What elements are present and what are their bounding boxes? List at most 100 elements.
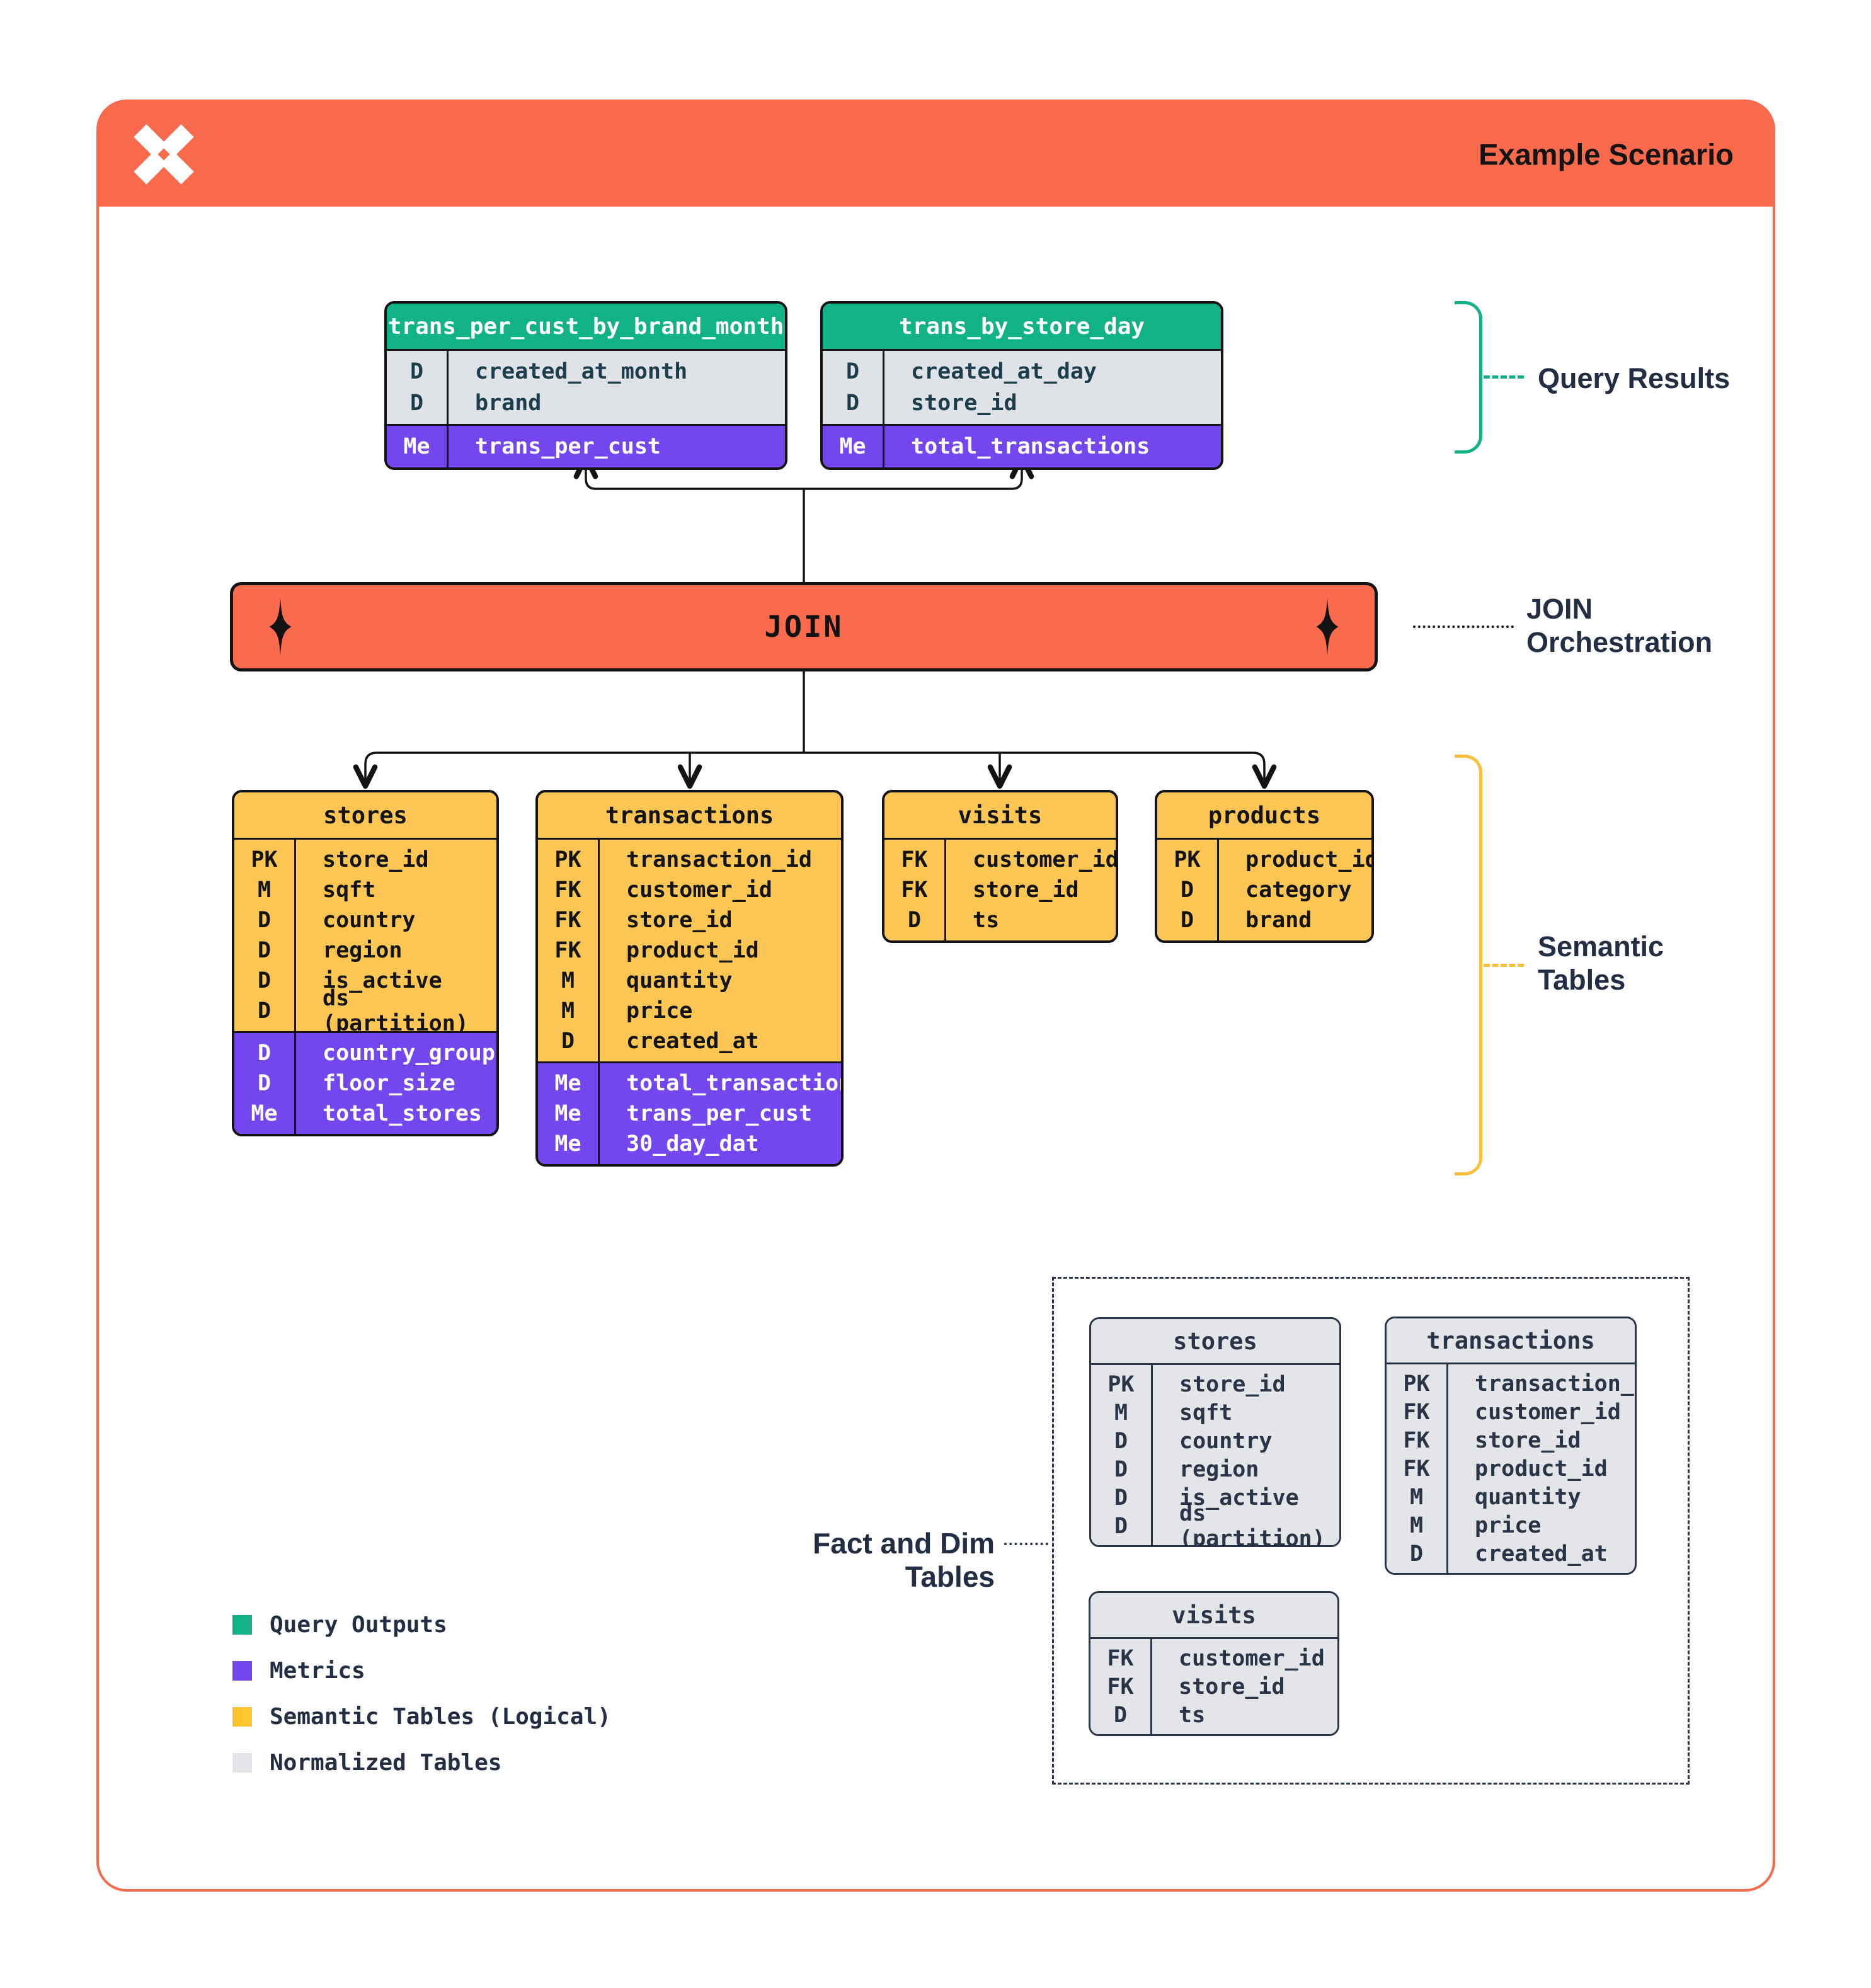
column-key: PK	[251, 847, 278, 872]
column-key: PK	[1174, 847, 1201, 872]
column-key: D	[1180, 877, 1194, 903]
logo-x-icon	[134, 124, 194, 185]
column-name: store_id	[1179, 1674, 1285, 1700]
column-name: trans_per_cust	[475, 434, 661, 459]
column-name: created_at_day	[911, 359, 1097, 384]
column-key: FK	[554, 877, 581, 903]
column-name: trans_per_cust	[626, 1101, 813, 1126]
column-key: D	[257, 908, 272, 933]
legend-swatch-icon	[232, 1661, 252, 1681]
legend-label: Normalized Tables	[270, 1750, 502, 1776]
column-key: M	[1114, 1400, 1128, 1425]
semantic-tables-label: Semantic Tables	[1538, 930, 1664, 997]
join-bar: JOIN	[230, 582, 1378, 671]
column-name: ds (partition)	[323, 986, 469, 1036]
column-name: price	[1475, 1512, 1542, 1538]
sparkle-icon	[1316, 598, 1339, 656]
semantic-tables-bracket	[1455, 755, 1482, 1175]
column-name: store_id	[1179, 1371, 1286, 1397]
column-key: PK	[554, 847, 581, 872]
column-name: product_id	[1245, 847, 1374, 872]
column-name: total_transactions	[626, 1071, 844, 1096]
column-key: D	[561, 1029, 575, 1054]
column-name: customer_id	[973, 847, 1118, 872]
column-key: D	[257, 1041, 272, 1066]
column-key: D	[409, 391, 424, 416]
column-key: Me	[554, 1131, 581, 1157]
join-orchestration-line2: Orchestration	[1526, 626, 1713, 658]
column-name: brand	[1245, 908, 1312, 933]
column-key: D	[845, 359, 860, 384]
table-title: transactions	[538, 792, 841, 838]
column-name: quantity	[1475, 1484, 1581, 1510]
column-name: ts	[1179, 1702, 1206, 1728]
column-key: D	[1113, 1702, 1128, 1728]
column-key: FK	[1107, 1645, 1134, 1671]
column-key: PK	[1403, 1371, 1430, 1397]
column-name: category	[1245, 877, 1352, 903]
column-key: D	[409, 359, 424, 384]
table-title: visits	[1090, 1593, 1337, 1637]
column-key: Me	[251, 1101, 278, 1126]
column-name: customer_id	[1179, 1645, 1325, 1671]
join-orchestration-connector	[1413, 626, 1514, 628]
join-label: JOIN	[764, 609, 844, 644]
page-title: Example Scenario	[1479, 137, 1734, 171]
table-title: transactions	[1387, 1318, 1635, 1362]
column-key: Me	[554, 1071, 581, 1096]
column-name: country_group	[323, 1041, 495, 1066]
fact-dim-label: Fact and Dim Tables	[813, 1527, 995, 1593]
join-orchestration-label: JOIN Orchestration	[1526, 592, 1712, 659]
semantic-tables-connector	[1484, 964, 1524, 967]
semantic-tables-line1: Semantic	[1538, 930, 1664, 963]
join-orchestration-line1: JOIN	[1526, 593, 1593, 625]
column-name: created_at_month	[475, 359, 688, 384]
column-name: country	[1179, 1428, 1273, 1454]
column-key: Me	[554, 1101, 581, 1126]
legend-swatch-icon	[232, 1707, 252, 1727]
column-name: brand	[475, 391, 542, 416]
header-bar: Example Scenario	[99, 102, 1773, 207]
table-title: stores	[234, 792, 496, 838]
legend-item: Semantic Tables (Logical)	[232, 1694, 611, 1740]
column-key: D	[257, 968, 272, 993]
column-key: D	[1114, 1456, 1128, 1482]
query-results-bracket	[1455, 301, 1482, 454]
table-title: visits	[884, 792, 1116, 838]
column-key: FK	[554, 938, 581, 963]
query-results-connector	[1484, 375, 1524, 379]
column-key: FK	[1403, 1427, 1430, 1453]
column-key: D	[257, 938, 272, 963]
column-name: sqft	[1179, 1400, 1233, 1425]
table-transactions: transactionsPKtransaction_idFKcustomer_i…	[1385, 1317, 1637, 1575]
column-name: product_id	[626, 938, 759, 963]
column-name: created_at	[626, 1029, 759, 1054]
column-name: country	[323, 908, 416, 933]
column-key: FK	[901, 877, 928, 903]
column-key: M	[1409, 1484, 1424, 1510]
column-name: transaction_id	[626, 847, 813, 872]
legend-swatch-icon	[232, 1615, 252, 1635]
column-name: ds (partition)	[1179, 1500, 1325, 1547]
legend-label: Metrics	[270, 1658, 365, 1684]
legend-label: Semantic Tables (Logical)	[270, 1704, 611, 1730]
legend-item: Query Outputs	[232, 1602, 611, 1648]
column-name: transaction_id	[1475, 1371, 1635, 1397]
column-key: M	[257, 877, 272, 903]
column-key: D	[1409, 1541, 1424, 1567]
column-key: D	[1114, 1513, 1128, 1539]
semantic-tables-line2: Tables	[1538, 964, 1626, 996]
